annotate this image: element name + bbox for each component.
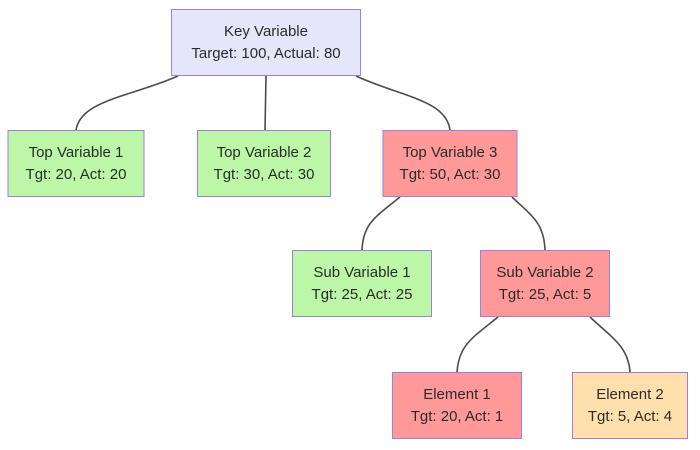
node-detail: Tgt: 25, Act: 5 (498, 285, 592, 303)
node-top-variable-1: Top Variable 1 Tgt: 20, Act: 20 (7, 130, 145, 197)
node-detail: Tgt: 20, Act: 1 (410, 407, 504, 425)
node-top-variable-3: Top Variable 3 Tgt: 50, Act: 30 (382, 130, 518, 197)
node-sub-variable-2: Sub Variable 2 Tgt: 25, Act: 5 (480, 250, 610, 317)
node-title: Sub Variable 2 (496, 263, 594, 281)
edge-key-to-top3 (355, 75, 451, 131)
node-detail: Tgt: 30, Act: 30 (213, 165, 315, 183)
node-title: Top Variable 2 (216, 143, 312, 161)
node-title: Top Variable 3 (402, 143, 498, 161)
node-sub-variable-1: Sub Variable 1 Tgt: 25, Act: 25 (292, 250, 432, 317)
edge-key-to-top1 (75, 75, 179, 131)
node-title: Key Variable (224, 22, 308, 40)
node-element-1: Element 1 Tgt: 20, Act: 1 (392, 372, 522, 439)
node-title: Sub Variable 1 (313, 263, 411, 281)
node-title: Top Variable 1 (28, 143, 124, 161)
edge-top3-to-sub1 (361, 196, 401, 251)
node-title: Element 2 (596, 385, 664, 403)
edge-sub2-to-el1 (456, 316, 499, 373)
node-title: Element 1 (423, 385, 491, 403)
edge-top3-to-sub2 (511, 196, 546, 251)
node-key-variable: Key Variable Target: 100, Actual: 80 (171, 9, 361, 76)
edge-sub2-to-el2 (589, 316, 631, 373)
node-detail: Tgt: 20, Act: 20 (25, 165, 127, 183)
edge-key-to-top2 (264, 75, 267, 131)
node-top-variable-2: Top Variable 2 Tgt: 30, Act: 30 (197, 130, 331, 197)
node-detail: Tgt: 50, Act: 30 (399, 165, 501, 183)
node-detail: Target: 100, Actual: 80 (191, 44, 341, 62)
node-detail: Tgt: 25, Act: 25 (311, 285, 413, 303)
node-detail: Tgt: 5, Act: 4 (587, 407, 673, 425)
node-element-2: Element 2 Tgt: 5, Act: 4 (572, 372, 688, 439)
